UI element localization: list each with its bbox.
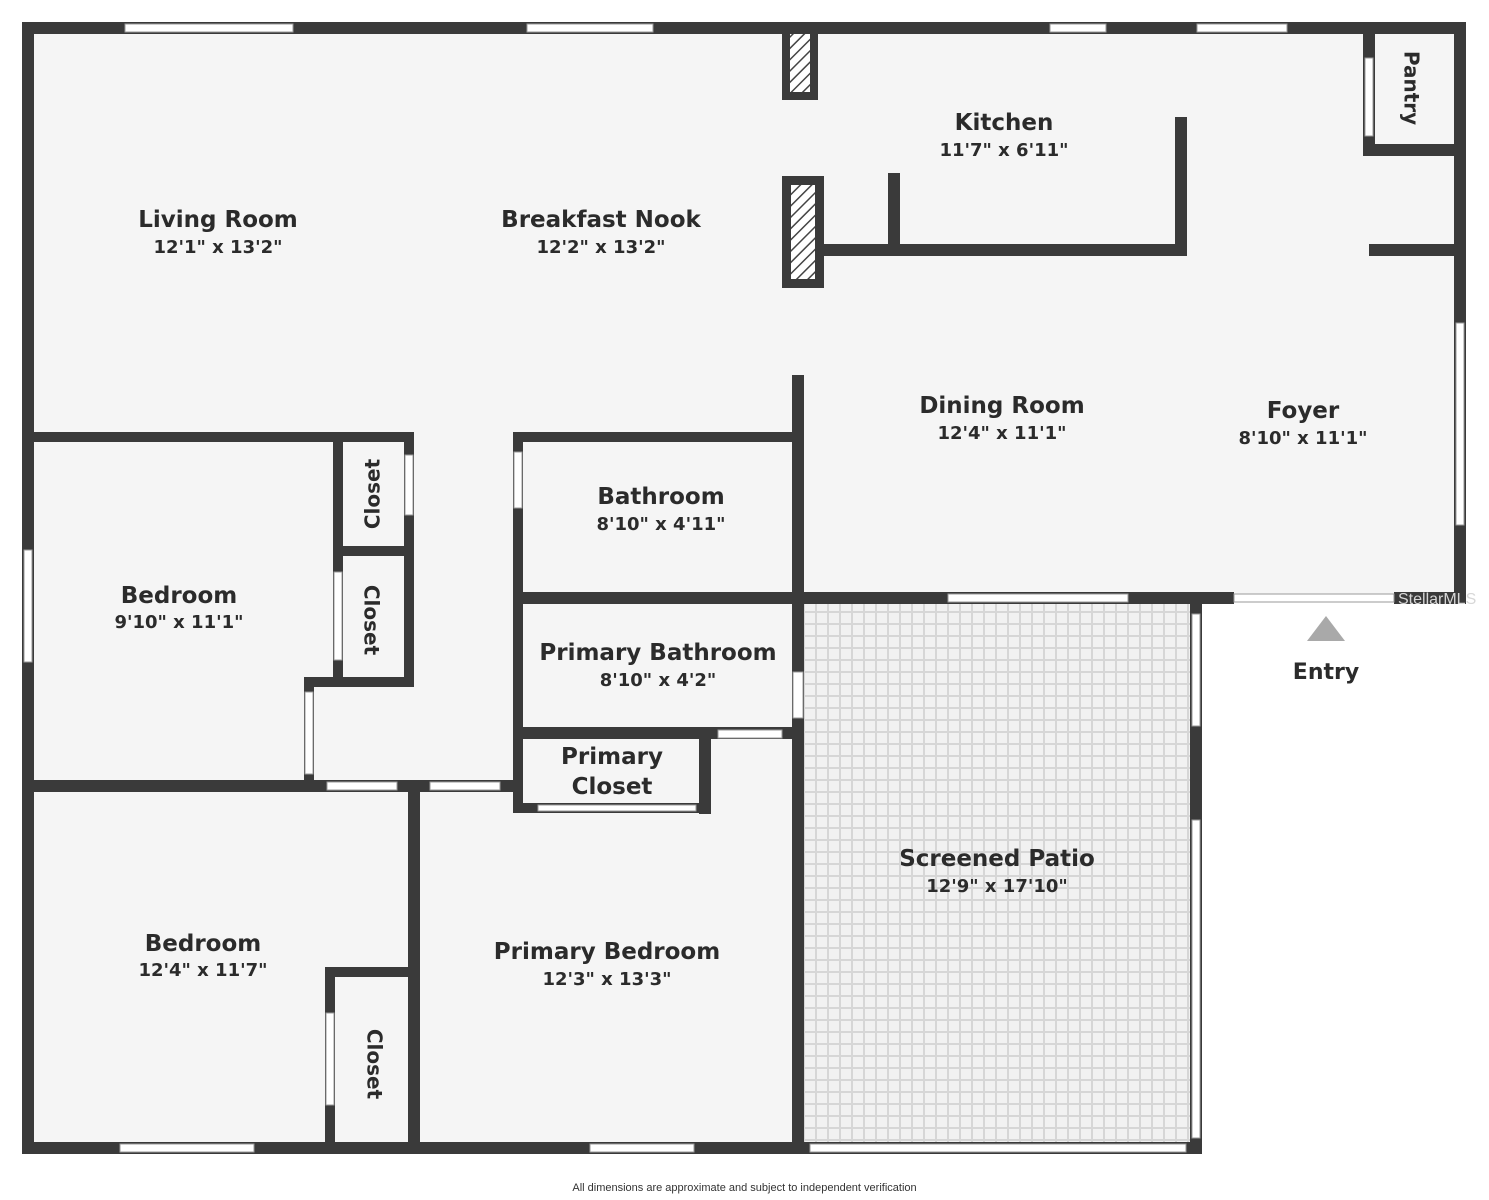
foyer-name: Foyer [1267, 398, 1340, 424]
bedroom-1-dims: 9'10" x 11'1" [114, 612, 243, 633]
primary-bedroom-name: Primary Bedroom [494, 939, 720, 965]
dining-room-dims: 12'4" x 11'1" [937, 423, 1066, 444]
entry-label: Entry [1293, 660, 1359, 685]
windows [23, 23, 1465, 1153]
foyer-dims: 8'10" x 11'1" [1238, 428, 1367, 449]
disclaimer-footer: All dimensions are approximate and subje… [572, 1182, 917, 1194]
living-room-dims: 12'1" x 13'2" [153, 237, 282, 258]
primary-bathroom-name: Primary Bathroom [539, 640, 776, 666]
primary-bathroom-dims: 8'10" x 4'2" [600, 670, 717, 691]
bathroom-name: Bathroom [597, 484, 724, 510]
kitchen-name: Kitchen [955, 110, 1054, 136]
screened-patio-floor [803, 600, 1195, 1148]
bedroom-2-name: Bedroom [145, 931, 262, 957]
pantry-name: Pantry [1400, 51, 1424, 125]
living-room-name: Living Room [138, 207, 298, 233]
primary-closet-line1: Primary [561, 744, 663, 770]
watermark-logo: StellarMLS [1398, 591, 1477, 608]
screened-patio-dims: 12'9" x 17'10" [926, 876, 1068, 897]
breakfast-nook-name: Breakfast Nook [501, 207, 701, 233]
bedroom-1-name: Bedroom [121, 583, 238, 609]
kitchen-dims: 11'7" x 6'11" [939, 140, 1068, 161]
columns [782, 28, 824, 288]
dining-room-name: Dining Room [919, 393, 1084, 419]
bedroom-2-dims: 12'4" x 11'7" [138, 960, 267, 981]
primary-closet-line2: Closet [572, 774, 653, 800]
entry-arrow-icon [1307, 616, 1345, 641]
closet-bedroom2-name: Closet [363, 1029, 387, 1100]
primary-bedroom-dims: 12'3" x 13'3" [542, 969, 671, 990]
room-labels: Living Room 12'1" x 13'2" Breakfast Nook… [114, 51, 1423, 1100]
bathroom-dims: 8'10" x 4'11" [596, 514, 725, 535]
closet-lower-name: Closet [360, 585, 384, 656]
breakfast-nook-dims: 12'2" x 13'2" [536, 237, 665, 258]
closet-upper-name: Closet [361, 458, 385, 529]
screened-patio-name: Screened Patio [899, 846, 1095, 872]
